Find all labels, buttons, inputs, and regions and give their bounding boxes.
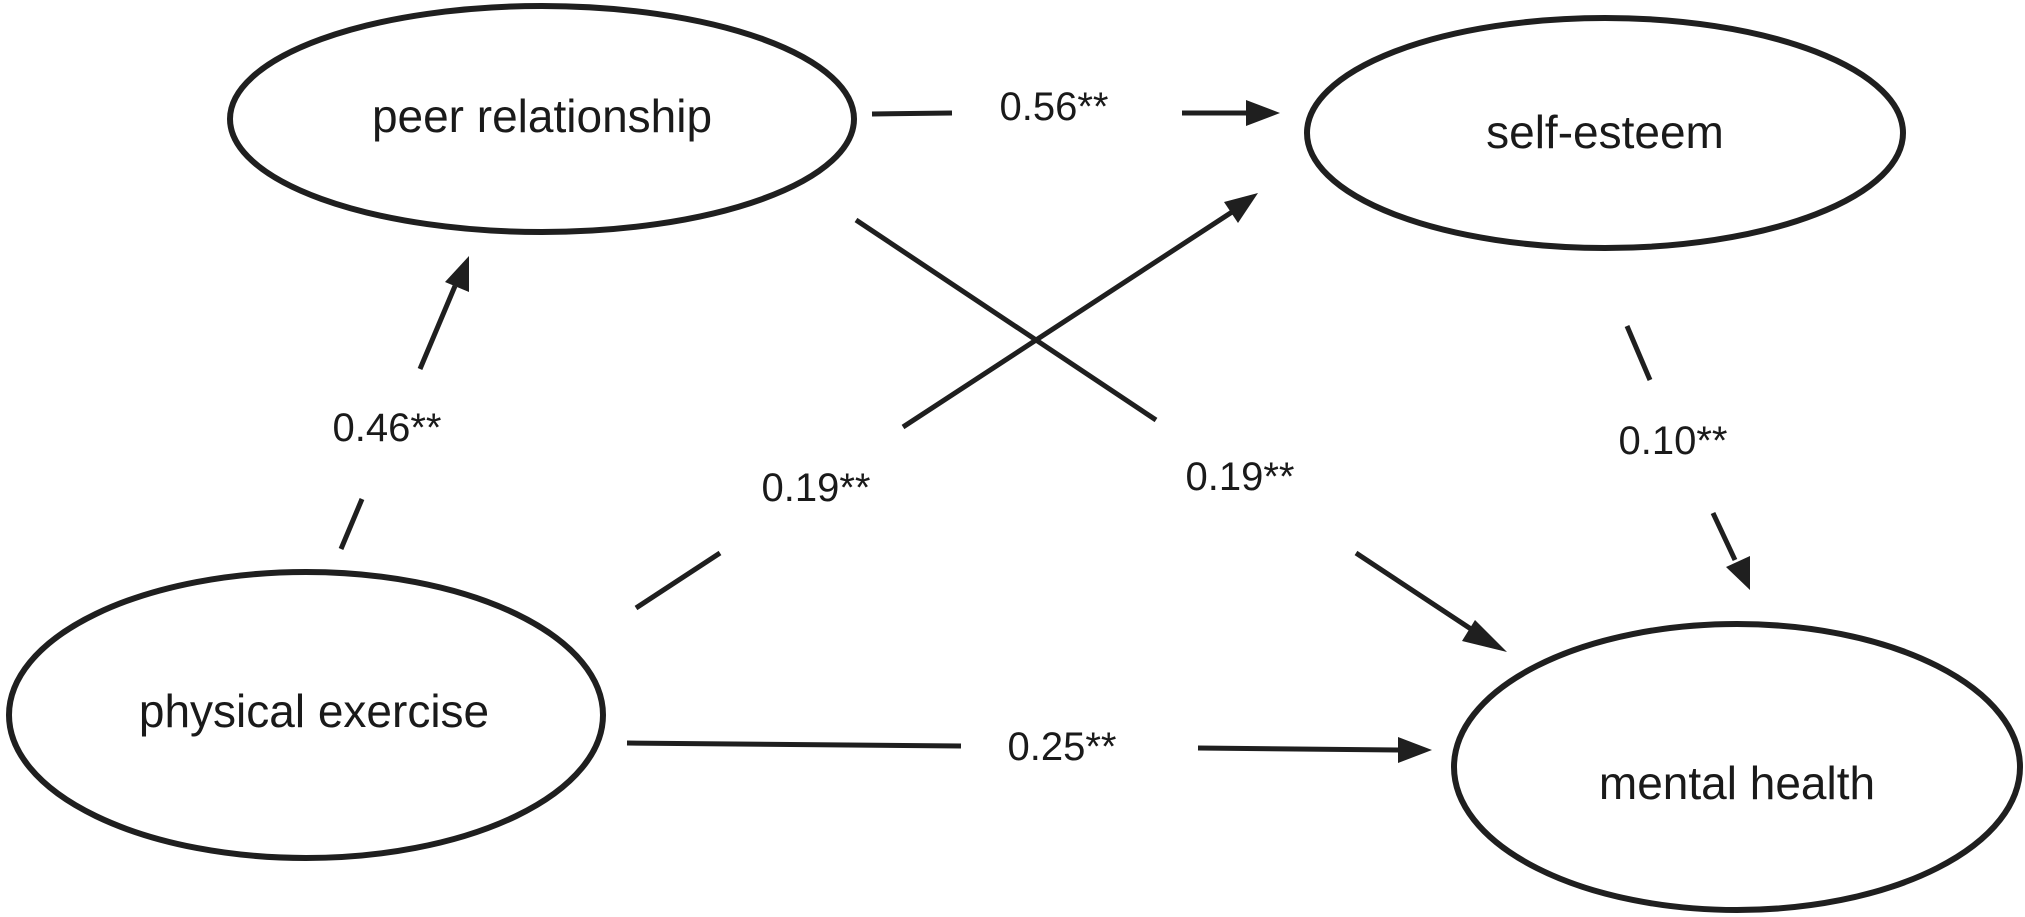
coef-selfesteem-mentalhealth: 0.10** bbox=[1619, 419, 1728, 463]
edge-selfesteem-to-mentalhealth: 0.10** bbox=[1619, 325, 1750, 590]
edge-peer-to-mentalhealth: 0.19** bbox=[854, 217, 1507, 652]
node-mental-health: mental health bbox=[1451, 621, 2023, 913]
arrowhead-icon bbox=[1246, 100, 1280, 126]
node-physical-exercise: physical exercise bbox=[6, 569, 606, 861]
node-label-physical-exercise: physical exercise bbox=[139, 685, 489, 737]
arrowhead-icon bbox=[1398, 737, 1432, 763]
coef-exercise-peer: 0.46** bbox=[333, 406, 442, 450]
edge-exercise-to-selfesteem: 0.19** bbox=[634, 193, 1258, 611]
edge-peer-to-selfesteem: 0.56** bbox=[871, 85, 1280, 129]
node-peer-relationship: peer relationship bbox=[227, 3, 857, 235]
node-label-self-esteem: self-esteem bbox=[1486, 106, 1724, 158]
coef-exercise-selfesteem: 0.19** bbox=[762, 466, 871, 510]
edge-exercise-to-mentalhealth: 0.25** bbox=[626, 725, 1432, 769]
edges: 0.56** 0.46** 0.19** 0.19** bbox=[333, 85, 1750, 769]
node-label-peer-relationship: peer relationship bbox=[372, 90, 712, 142]
arrowhead-icon bbox=[445, 256, 469, 292]
arrowhead-icon bbox=[1224, 193, 1258, 223]
node-label-mental-health: mental health bbox=[1599, 757, 1875, 809]
node-self-esteem: self-esteem bbox=[1304, 15, 1906, 251]
coef-peer-selfesteem: 0.56** bbox=[1000, 85, 1109, 129]
arrowhead-icon bbox=[1462, 620, 1507, 652]
edge-exercise-to-peer: 0.46** bbox=[333, 256, 469, 550]
coef-peer-mentalhealth: 0.19** bbox=[1186, 455, 1295, 499]
coef-exercise-mentalhealth: 0.25** bbox=[1008, 725, 1117, 769]
arrowhead-icon bbox=[1726, 556, 1750, 590]
